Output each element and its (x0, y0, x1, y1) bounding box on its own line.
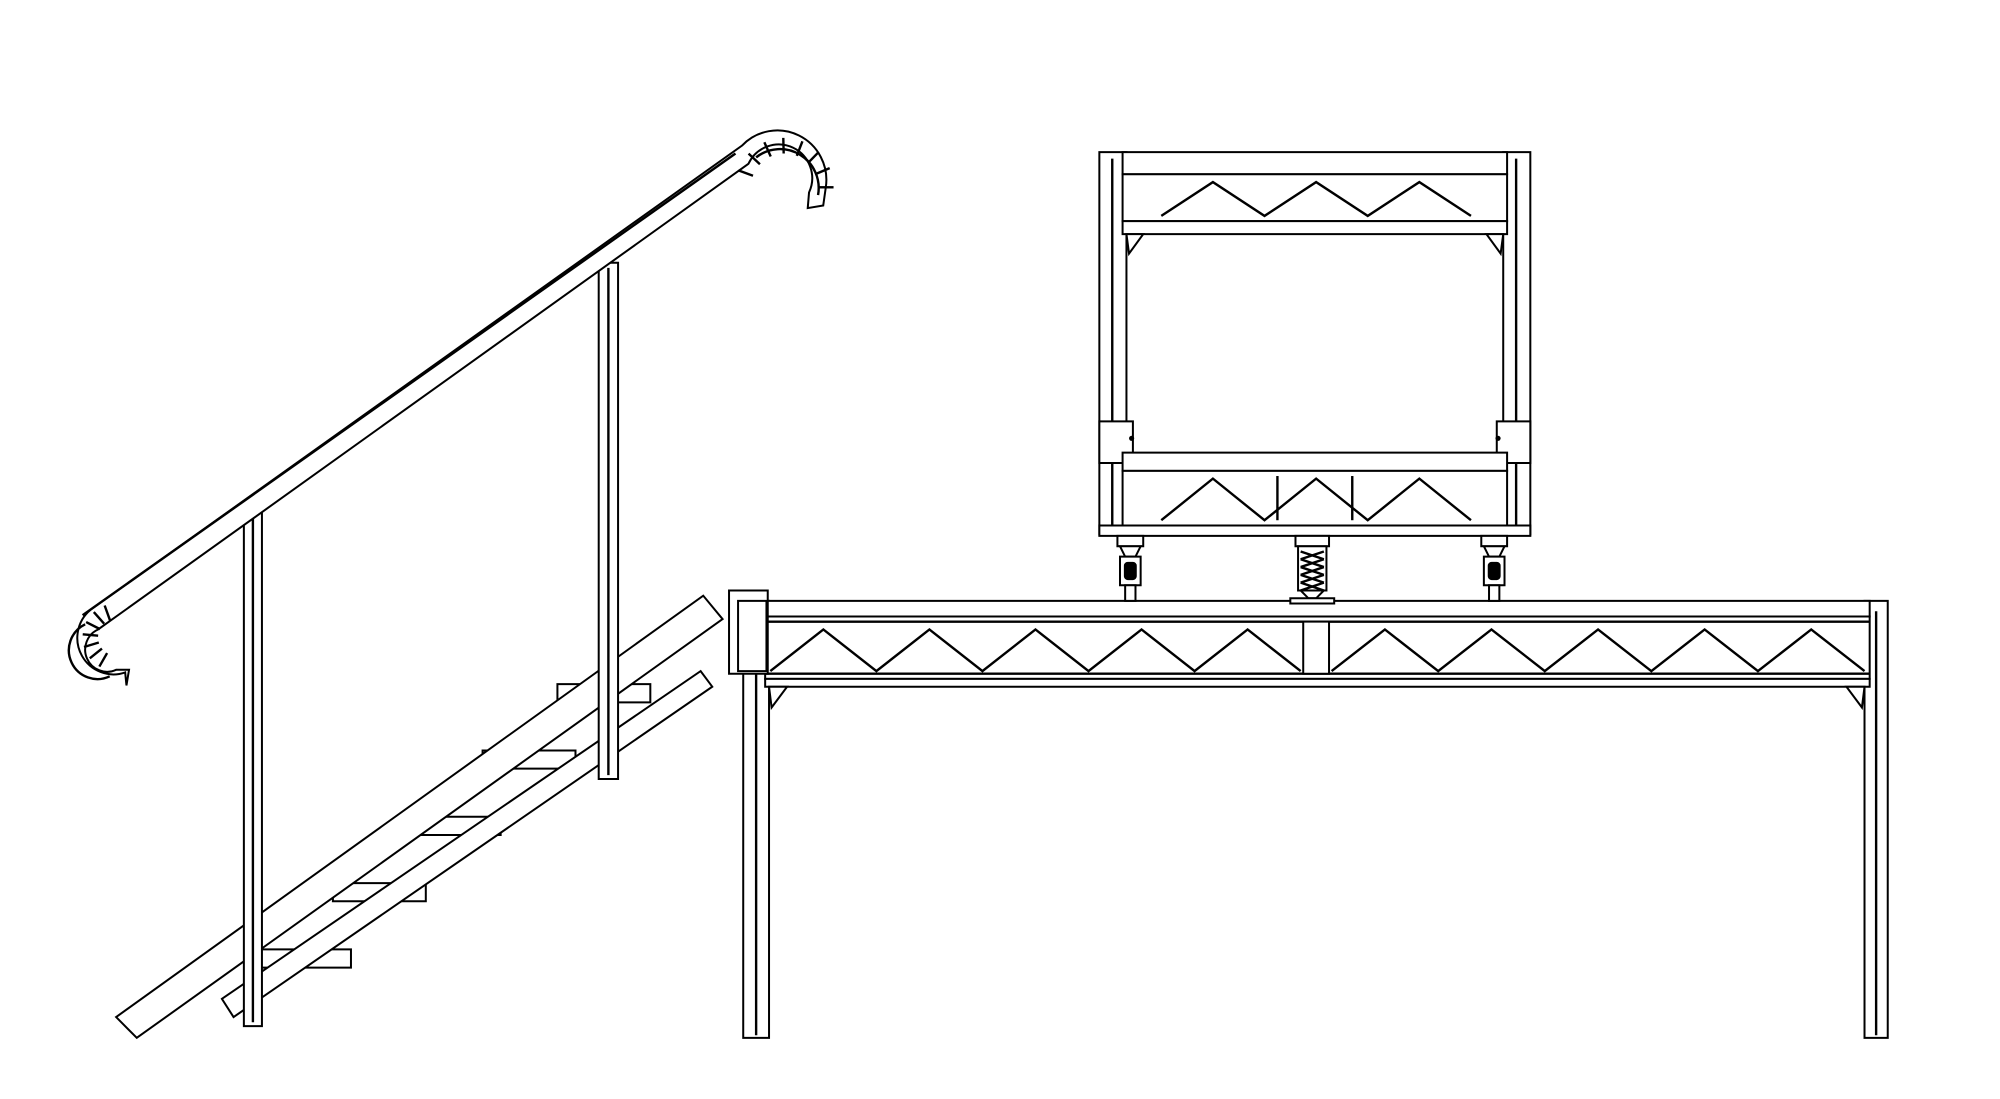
stage-truss-lattice-left (770, 629, 1300, 671)
upper-gusset-left (1126, 234, 1143, 254)
upper-mid-rail (1123, 221, 1508, 234)
upper-bottom-truss-lattice (1161, 479, 1471, 521)
handrail-bend-segments (83, 138, 834, 667)
stair-treads (258, 684, 650, 968)
handrail-top-bend-tick (797, 141, 803, 156)
caster-left (1117, 536, 1143, 601)
center-leveling-jack (1290, 536, 1334, 604)
upper-top-rail (1123, 152, 1508, 174)
handrail-top-bend-tick (815, 168, 829, 174)
handrail-top-bend-tick (808, 152, 819, 163)
upper-bottom-rail (1123, 453, 1508, 471)
handrail-assembly (69, 130, 834, 1026)
upper-platform (1099, 152, 1530, 603)
upper-bottom-lattice-line (1161, 479, 1471, 521)
upper-base-rail (1099, 525, 1530, 535)
handrail-bottom-bend-tick (83, 634, 98, 635)
upper-top-truss (1123, 174, 1508, 221)
stage-gusset-left (769, 687, 787, 708)
jack-mesh-line (1301, 567, 1324, 575)
outer-stringer (116, 596, 722, 1038)
stair-assembly (116, 596, 722, 1038)
caster-right (1481, 536, 1507, 601)
handrail-bottom-bend-tick (84, 643, 99, 647)
jack-mesh-line (1301, 575, 1324, 583)
upper-top-truss-lattice (1161, 182, 1471, 216)
jack-mesh-line (1301, 551, 1324, 559)
jack-mesh-line (1301, 559, 1324, 567)
handrail-bottom-bend-tick (105, 606, 110, 621)
stage-truss-lattice (770, 629, 1864, 671)
handrail-bottom-bend-tick (99, 653, 107, 667)
stage-truss-splice (1303, 622, 1329, 674)
handrail-bottom-bend-tick (86, 622, 100, 629)
upper-top-lattice-line (1161, 182, 1471, 216)
stage-bottom-chord (765, 679, 1870, 687)
inner-stringer (222, 671, 712, 1017)
handrail-tube (77, 130, 826, 685)
handrail-top-bend-tick (749, 154, 760, 165)
stage-truss-lattice-right (1332, 629, 1865, 671)
jack-mesh-line (1301, 583, 1324, 591)
handrail-bottom-bend-tick (90, 649, 102, 659)
upper-gusset-right (1486, 234, 1503, 254)
handrail-bottom-bend-tick (94, 612, 104, 624)
handrail-top-bend-tick (738, 170, 753, 175)
handrail-top-bend-tick (764, 142, 770, 156)
stage-gusset-right (1846, 687, 1864, 708)
stage-platform (729, 590, 1888, 1037)
